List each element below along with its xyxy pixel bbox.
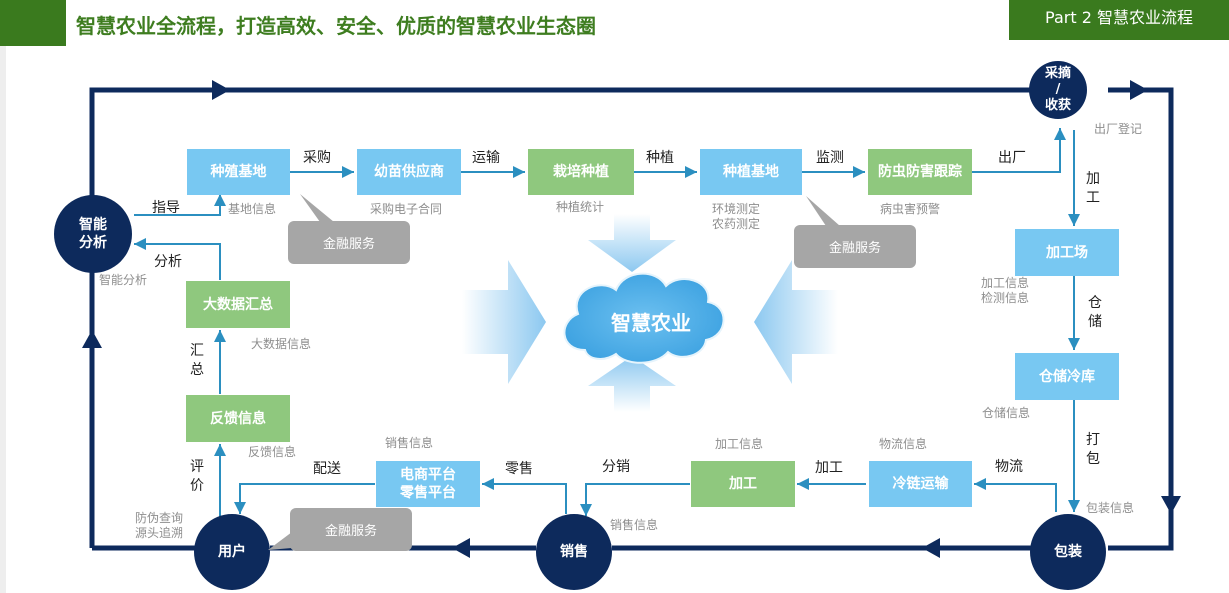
page-title: 智慧农业全流程，打造高效、安全、优质的智慧农业生态圈 <box>76 14 596 38</box>
finance-service-bubble-3: 金融服务 <box>290 508 412 551</box>
center-cloud-label: 智慧农业 <box>611 311 691 335</box>
smart-analysis-node: 智能 分析 <box>54 195 132 273</box>
note-smart-analysis: 智能分析 <box>99 273 148 287</box>
note-base-info: 基地信息 <box>228 202 277 216</box>
breeding-base-box: 种殖基地 <box>187 149 290 195</box>
cold-storage-box: 仓储冷库 <box>1015 353 1119 400</box>
edge-label-distribute: 分销 <box>602 459 630 475</box>
finance-service-bubble-1: 金融服务 <box>288 221 410 264</box>
edge-label-evaluate-vertical: 评价 <box>190 459 204 494</box>
packing-node: 包装 <box>1030 514 1106 590</box>
note-storage-info: 仓储信息 <box>982 406 1031 420</box>
edge-label-analyze: 分析 <box>154 254 182 270</box>
bigdata-summary-box: 大数据汇总 <box>186 281 290 328</box>
edge-label-pack-vertical: 打包 <box>1086 432 1100 467</box>
edge-label-process-vertical: 加工 <box>1086 171 1100 206</box>
edge-label-transport: 运输 <box>472 150 500 166</box>
cold-chain-box: 冷链运输 <box>869 461 972 507</box>
note-plant-stats: 种植统计 <box>556 200 605 214</box>
note-pest-warning: 病虫害预警 <box>880 202 941 216</box>
edge-label-exit: 出厂 <box>998 150 1026 166</box>
cultivation-box: 栽培种植 <box>528 149 634 195</box>
edge-label-deliver: 配送 <box>313 461 341 477</box>
planting-base-box: 种植基地 <box>700 149 802 195</box>
note-exit-register: 出厂登记 <box>1094 122 1143 136</box>
note-process-inspection-info: 加工信息 检测信息 <box>981 276 1030 305</box>
note-feedback-info: 反馈信息 <box>248 445 297 459</box>
edge-label-retail: 零售 <box>505 461 533 477</box>
edge-label-logistics: 物流 <box>995 459 1023 475</box>
note-logistics-info: 物流信息 <box>879 437 928 451</box>
finance-service-bubble-2: 金融服务 <box>794 225 916 268</box>
ecommerce-retail-box: 电商平台 零售平台 <box>376 461 480 507</box>
edge-label-monitor: 监测 <box>816 150 844 166</box>
edge-label-storage-vertical: 仓储 <box>1088 295 1102 330</box>
left-edge-strip <box>0 46 6 593</box>
note-env-pesticide-test: 环境测定 农药测定 <box>712 202 761 231</box>
section-badge: Part 2 智慧农业流程 <box>1009 0 1229 40</box>
pest-tracking-box: 防虫防害跟踪 <box>868 149 972 195</box>
processing-plant-box: 加工场 <box>1015 229 1119 276</box>
edge-label-plant: 种植 <box>646 150 674 166</box>
note-bigdata-info: 大数据信息 <box>251 337 312 351</box>
note-sales-info-top: 销售信息 <box>385 436 434 450</box>
note-packing-info: 包装信息 <box>1086 501 1135 515</box>
sales-node: 销售 <box>536 514 612 590</box>
edge-label-process: 加工 <box>815 460 843 476</box>
edge-label-guide: 指导 <box>152 200 180 216</box>
note-process-info: 加工信息 <box>715 437 764 451</box>
feedback-box: 反馈信息 <box>186 395 290 442</box>
processing-box: 加工 <box>691 461 795 507</box>
user-node: 用户 <box>194 514 270 590</box>
header-accent-bar <box>0 0 66 46</box>
note-purchase-contract: 采购电子合同 <box>370 202 443 216</box>
seedling-supplier-box: 幼苗供应商 <box>357 149 461 195</box>
edge-label-purchase: 采购 <box>303 150 331 166</box>
edge-label-summarize-vertical: 汇总 <box>190 343 204 378</box>
note-anti-counterfeit-trace: 防伪查询 源头追溯 <box>135 511 184 540</box>
note-sales-info-bottom: 销售信息 <box>610 518 659 532</box>
picking-harvest-node: 采摘 / 收获 <box>1029 61 1087 119</box>
